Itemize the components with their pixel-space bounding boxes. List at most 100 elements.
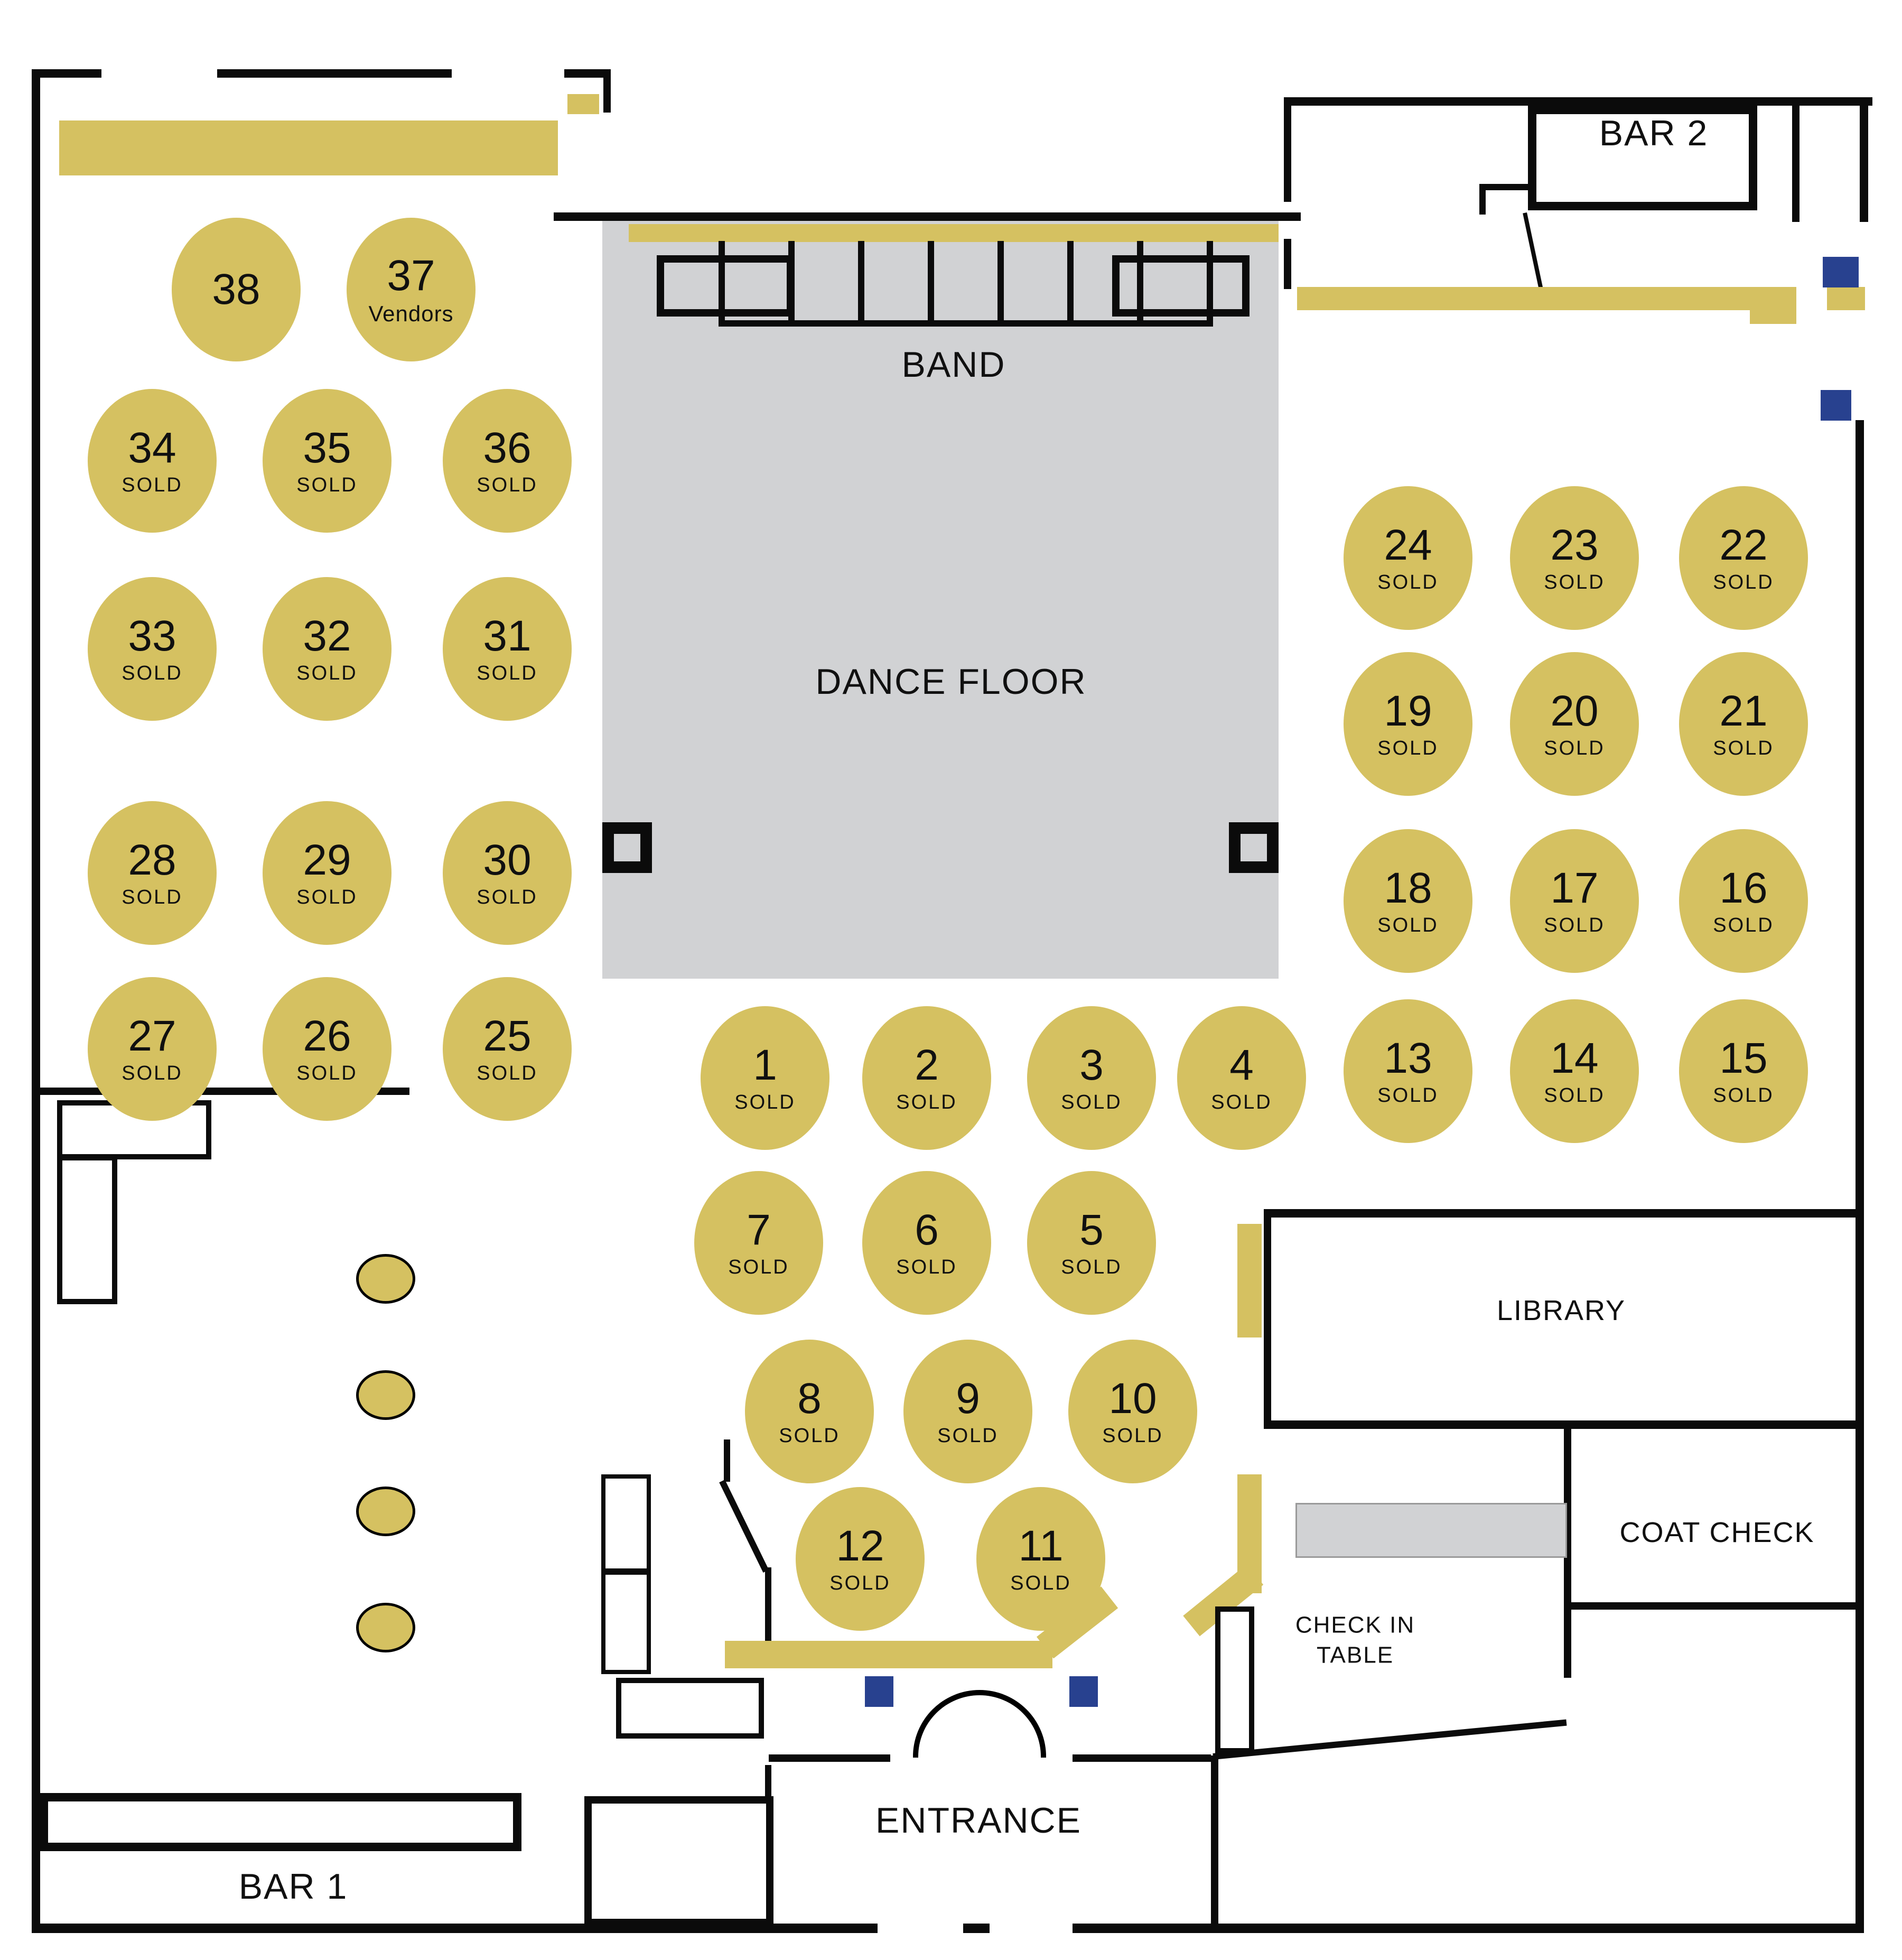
door-swing-line [1523, 212, 1544, 295]
table-38[interactable]: 38 [172, 218, 301, 361]
table-status: SOLD [829, 1572, 891, 1594]
table-status: Vendors [368, 301, 454, 326]
wall-segment [603, 69, 611, 113]
table-number: 11 [1018, 1522, 1064, 1570]
table-number: 8 [797, 1374, 822, 1423]
library-table [1295, 1503, 1567, 1558]
bar2-front-gold-strip [1297, 287, 1796, 310]
check-in-label-line2: TABLE [1316, 1642, 1394, 1668]
table-number: 27 [128, 1012, 176, 1060]
table-number: 34 [128, 424, 176, 472]
wall-segment [1264, 1209, 1271, 1428]
band-riser-line [1067, 241, 1074, 327]
speaker-marker [1823, 257, 1859, 287]
wall-segment [217, 69, 452, 78]
wall-segment [1860, 106, 1868, 222]
table-status: SOLD [1713, 1084, 1774, 1107]
wall-segment [554, 212, 1301, 221]
wall-segment [1479, 184, 1532, 190]
table-number: 6 [915, 1206, 939, 1254]
service-table [601, 1474, 651, 1573]
table-number: 14 [1550, 1034, 1599, 1082]
wall-segment [1792, 106, 1800, 222]
service-table [601, 1571, 651, 1674]
band-label: BAND [901, 345, 1006, 385]
coat-check-label: COAT CHECK [1619, 1517, 1815, 1548]
table-number: 36 [483, 424, 532, 472]
table-number: 3 [1079, 1041, 1104, 1089]
table-status: SOLD [296, 886, 358, 908]
library-wall-gold-strip [1237, 1224, 1262, 1337]
wall-segment [1284, 97, 1872, 106]
table-status: SOLD [1377, 737, 1439, 759]
table-number: 31 [483, 612, 532, 660]
table-number: 12 [836, 1522, 884, 1570]
entrance-label: ENTRANCE [875, 1800, 1082, 1841]
cocktail-table[interactable] [356, 1370, 415, 1420]
wall-segment [1856, 420, 1864, 1933]
table-status: SOLD [1061, 1091, 1122, 1113]
cocktail-table[interactable] [356, 1603, 415, 1652]
table-status: SOLD [477, 662, 538, 684]
table-status: SOLD [1544, 571, 1605, 593]
wall-segment [963, 1924, 990, 1933]
band-riser-line [997, 241, 1004, 327]
table-status: SOLD [477, 886, 538, 908]
service-table [616, 1678, 764, 1739]
band-platform-edge [719, 320, 1213, 327]
band-equipment-box [1112, 255, 1250, 317]
bar2-counter [1528, 106, 1757, 210]
bar2-gold-piece [1827, 287, 1865, 310]
band-riser-line [928, 241, 934, 327]
cocktail-table[interactable] [356, 1487, 415, 1536]
wall-segment [724, 1439, 730, 1482]
table-number: 15 [1719, 1034, 1768, 1082]
table-number: 5 [1079, 1206, 1104, 1254]
table-number: 32 [303, 612, 351, 660]
table-status: SOLD [937, 1425, 999, 1447]
cocktail-table[interactable] [356, 1254, 415, 1304]
table-number: 19 [1384, 687, 1432, 735]
entrance-door-arc [913, 1690, 1046, 1758]
table-status: SOLD [477, 1062, 538, 1084]
wall-segment [1264, 1420, 1860, 1429]
table-status: SOLD [122, 474, 183, 496]
